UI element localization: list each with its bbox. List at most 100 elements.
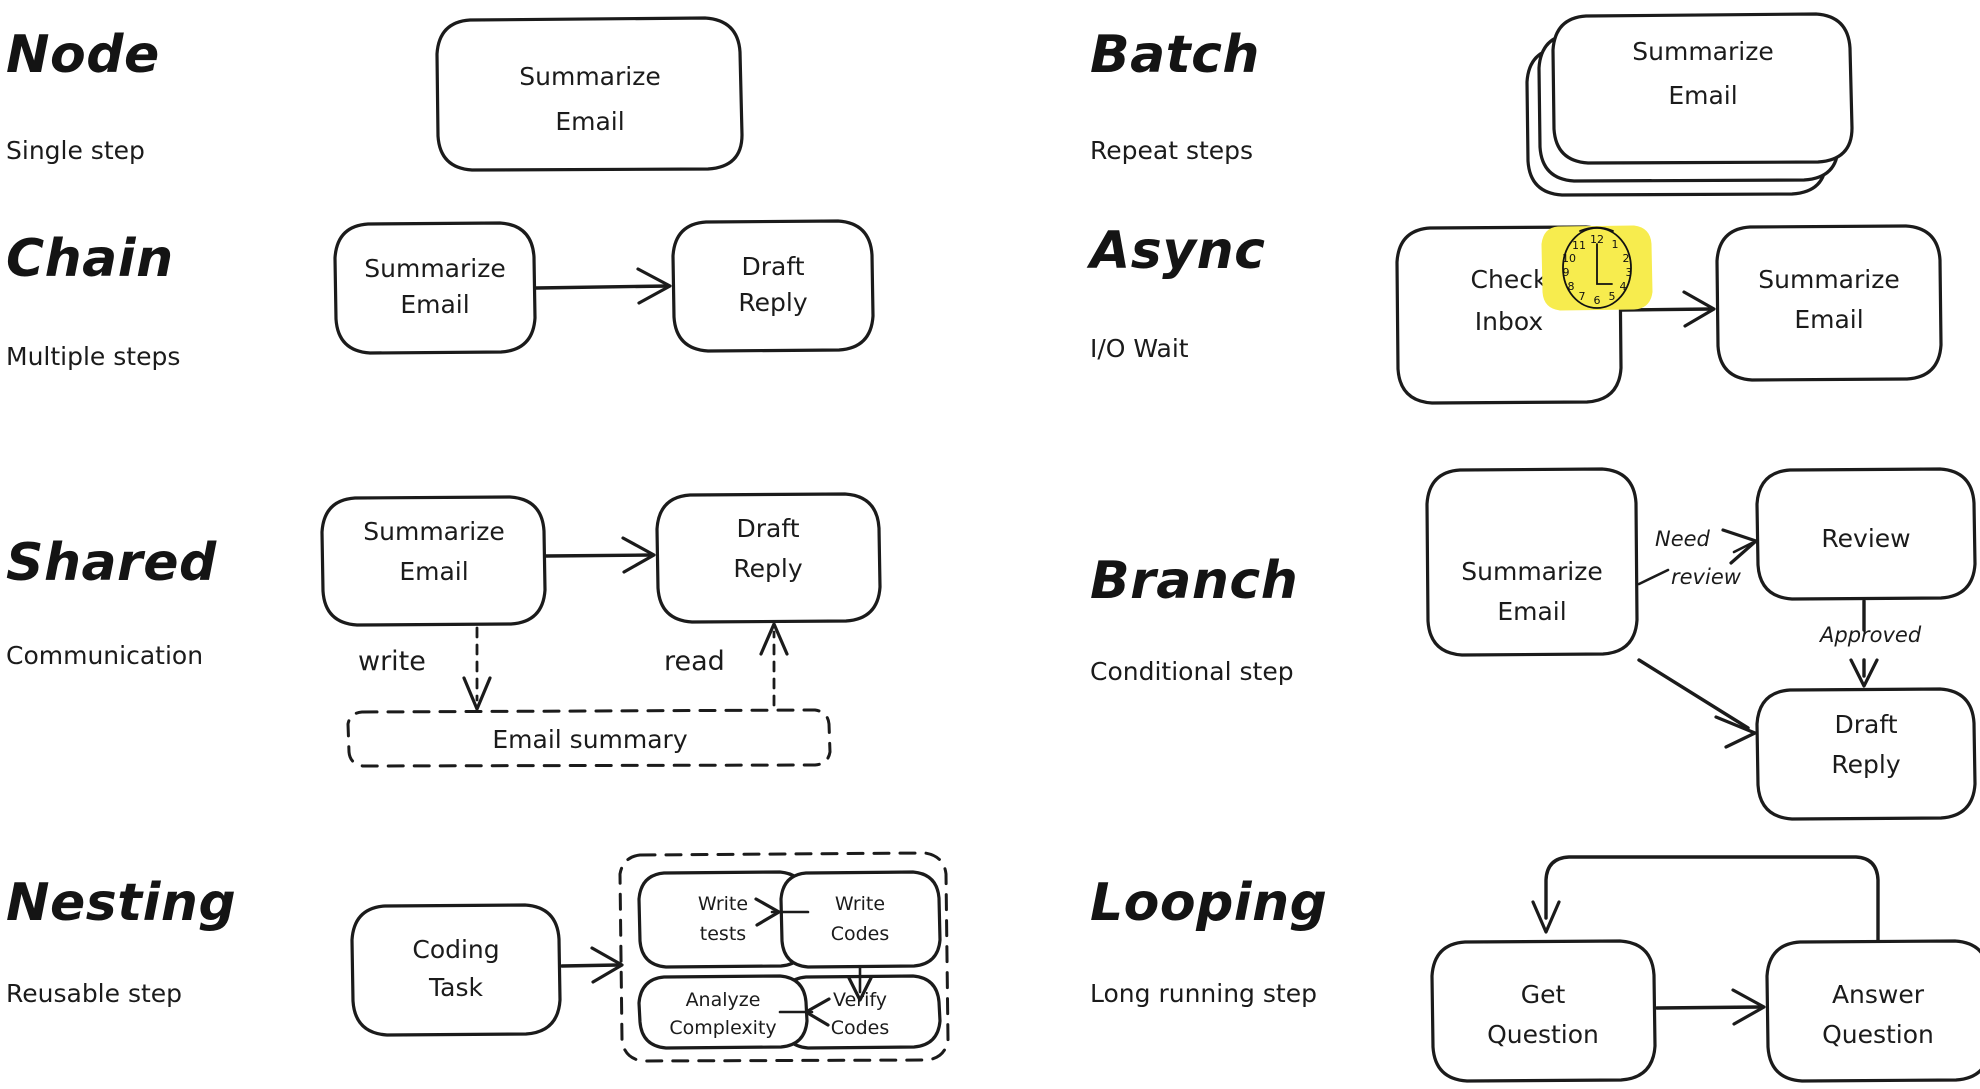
shared-node-draft-reply[interactable]: Draft Reply — [655, 492, 882, 624]
branch-node-draft-reply[interactable]: Draft Reply — [1755, 687, 1977, 821]
shared-node1-line2: Email — [399, 557, 468, 586]
chain-node-draft-reply[interactable]: Draft Reply — [671, 219, 875, 353]
chain-node2-line1: Draft — [741, 252, 804, 281]
section-subtitle-nesting: Reusable step — [6, 979, 182, 1008]
async-edge-1 — [1620, 290, 1716, 328]
looping-node1-line1: Get — [1521, 980, 1566, 1009]
section-title-nesting: Nesting — [6, 873, 236, 933]
looping-edge-back — [1531, 855, 1880, 943]
branch-edge-approved: Approved — [1818, 599, 1922, 688]
nesting-edge-tests-to-codes — [754, 897, 810, 927]
branch-node3-line2: Reply — [1831, 750, 1900, 779]
section-subtitle-node: Single step — [6, 136, 145, 165]
shared-edge-write-label: write — [358, 646, 426, 677]
section-title-node: Node — [6, 25, 160, 85]
shared-edge-read: read — [664, 622, 789, 707]
branch-edge-label-need: Need — [1655, 527, 1711, 551]
nesting-node-verify-codes[interactable]: Verify Codes — [779, 974, 942, 1050]
clock-numeral-12: 12 — [1590, 233, 1604, 246]
section-title-branch: Branch — [1090, 551, 1298, 611]
clock-numeral-3: 3 — [1626, 266, 1633, 279]
section-title-async: Async — [1086, 221, 1265, 281]
shared-store-label: Email summary — [492, 725, 687, 754]
clock-numeral-7: 7 — [1579, 290, 1586, 303]
batch-label-line1: Summarize — [1632, 37, 1773, 66]
async-node1-line2: Inbox — [1475, 307, 1543, 336]
looping-node2-line2: Question — [1822, 1020, 1934, 1049]
clock-numeral-4: 4 — [1620, 280, 1627, 293]
branch-node2-label: Review — [1821, 524, 1910, 553]
clock-numeral-1: 1 — [1612, 238, 1619, 251]
looping-node1-line2: Question — [1487, 1020, 1599, 1049]
looping-node2-line1: Answer — [1832, 980, 1925, 1009]
section-subtitle-async: I/O Wait — [1090, 334, 1189, 363]
chain-node2-line2: Reply — [738, 288, 807, 317]
section-title-chain: Chain — [6, 229, 174, 289]
clock-numeral-9: 9 — [1563, 266, 1570, 279]
async-node1-line1: Check — [1471, 265, 1548, 294]
section-title-shared: Shared — [6, 533, 217, 593]
clock-icon: 12 1 2 3 4 5 6 7 8 9 10 11 — [1541, 225, 1653, 311]
chain-node-summarize-email[interactable]: Summarize Email — [333, 221, 537, 355]
batch-label-line2: Email — [1668, 81, 1737, 110]
nesting-node4-line2: Complexity — [669, 1017, 776, 1039]
shared-node2-line1: Draft — [736, 514, 799, 543]
chain-edge-1 — [534, 267, 672, 305]
clock-numeral-2: 2 — [1623, 252, 1630, 265]
clock-numeral-6: 6 — [1594, 294, 1601, 307]
chain-node1-line1: Summarize — [364, 254, 505, 283]
node-label-line2: Email — [555, 107, 624, 136]
branch-edge-direct — [1637, 658, 1757, 749]
nesting-node0-line1: Coding — [412, 935, 499, 964]
branch-edge-need-review: Need review — [1637, 527, 1758, 589]
nesting-node2-line2: Codes — [831, 923, 890, 945]
branch-node-review[interactable]: Review — [1755, 467, 1977, 601]
shared-edge-read-label: read — [664, 646, 725, 677]
chain-node1-line2: Email — [400, 290, 469, 319]
branch-node-summarize-email[interactable]: Summarize Email — [1425, 467, 1639, 657]
section-subtitle-batch: Repeat steps — [1090, 136, 1253, 165]
branch-node3-line1: Draft — [1834, 710, 1897, 739]
nesting-node2-line1: Write — [835, 893, 885, 915]
looping-node-answer-question[interactable]: Answer Question — [1765, 939, 1980, 1083]
branch-node1-line1: Summarize — [1461, 557, 1602, 586]
node-label-line1: Summarize — [519, 62, 660, 91]
section-subtitle-chain: Multiple steps — [6, 342, 180, 371]
nesting-edge-verify-to-analyze — [778, 997, 831, 1027]
section-subtitle-looping: Long running step — [1090, 979, 1317, 1008]
nesting-node0-line2: Task — [428, 973, 483, 1002]
async-node-summarize-email[interactable]: Summarize Email — [1715, 224, 1943, 382]
nesting-node-coding-task[interactable]: Coding Task — [350, 903, 562, 1037]
nesting-node3-line2: Codes — [831, 1017, 890, 1039]
nesting-edge-into-group — [560, 946, 624, 984]
nesting-node-analyze-complexity[interactable]: Analyze Complexity — [637, 974, 809, 1050]
batch-card-stack[interactable]: Summarize Email — [1525, 12, 1854, 197]
clock-numeral-11: 11 — [1572, 239, 1586, 252]
nesting-node1-line2: tests — [700, 923, 746, 945]
clock-numeral-5: 5 — [1609, 290, 1616, 303]
shared-node1-line1: Summarize — [363, 517, 504, 546]
section-subtitle-shared: Communication — [6, 641, 203, 670]
clock-numeral-8: 8 — [1568, 280, 1575, 293]
nesting-node1-line1: Write — [698, 893, 748, 915]
branch-edge-label-review: review — [1671, 565, 1742, 589]
shared-store-email-summary[interactable]: Email summary — [346, 708, 832, 768]
section-subtitle-branch: Conditional step — [1090, 657, 1294, 686]
section-title-batch: Batch — [1090, 25, 1260, 85]
nesting-subgroup[interactable]: Write tests Write Codes Verify Codes Ana… — [618, 851, 950, 1063]
section-title-looping: Looping — [1090, 873, 1327, 933]
nesting-node4-line1: Analyze — [686, 989, 761, 1011]
shared-edge-write: write — [358, 626, 492, 711]
branch-node1-line2: Email — [1497, 597, 1566, 626]
looping-edge-forward — [1655, 988, 1766, 1026]
async-node2-line1: Summarize — [1758, 265, 1899, 294]
node-summarize-email[interactable]: Summarize Email — [435, 16, 744, 172]
shared-edge-1 — [544, 536, 656, 574]
shared-node-summarize-email[interactable]: Summarize Email — [320, 495, 547, 627]
nesting-node-write-codes[interactable]: Write Codes — [779, 870, 942, 969]
async-node2-line2: Email — [1794, 305, 1863, 334]
looping-node-get-question[interactable]: Get Question — [1430, 939, 1657, 1083]
branch-edge-label-approved: Approved — [1818, 623, 1922, 647]
